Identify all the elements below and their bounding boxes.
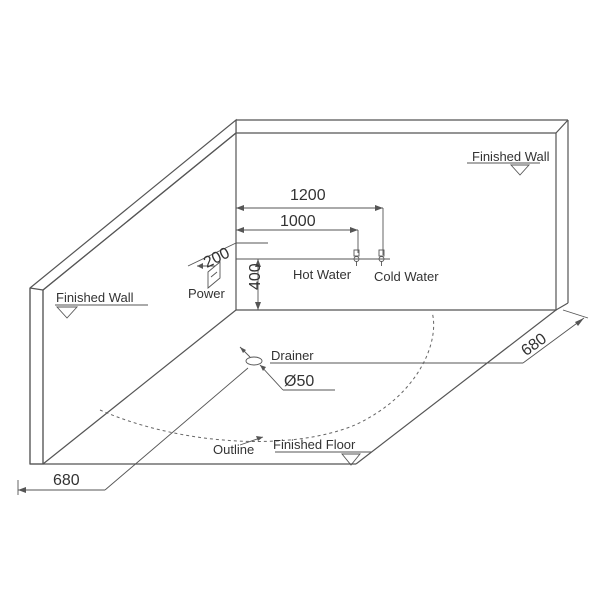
dim-200-label: 200: [201, 245, 233, 272]
hot-water-valve-icon: [353, 249, 360, 266]
cold-water-valve-icon: [378, 249, 385, 266]
left-wall: [29, 118, 237, 465]
drain-icon: [245, 356, 263, 366]
dim-400: [236, 259, 262, 311]
outline-leader: [239, 436, 264, 446]
drain-diameter-label: Ø50: [284, 373, 314, 390]
dim-680-left: [17, 367, 249, 495]
finished-floor-label: Finished Floor: [273, 437, 356, 452]
dim-680-right: [522, 309, 589, 364]
drain: [239, 346, 523, 391]
finished-wall-left-marker: [55, 304, 148, 319]
dim-1200-label: 1200: [290, 187, 326, 204]
finished-wall-right-label: Finished Wall: [472, 149, 550, 164]
finished-floor-marker: [275, 451, 372, 466]
dim-680-left-label: 680: [53, 472, 80, 489]
tub-outline-dashed: [99, 311, 435, 442]
dim-200: [187, 242, 268, 267]
drainer-label: Drainer: [271, 348, 314, 363]
hot-water-label: Hot Water: [293, 267, 352, 282]
floor: [43, 309, 557, 465]
power-socket-icon: [197, 261, 221, 289]
finished-wall-right-marker: [467, 162, 540, 176]
dim-1200: [236, 205, 384, 255]
finished-wall-left-label: Finished Wall: [56, 290, 134, 305]
dim-1000: [236, 227, 359, 253]
dim-400-label: 400: [247, 263, 264, 290]
dim-1000-label: 1000: [280, 213, 316, 230]
water-fittings: [236, 249, 390, 266]
outline-label: Outline: [213, 442, 254, 457]
power-label: Power: [188, 286, 226, 301]
cold-water-label: Cold Water: [374, 269, 439, 284]
